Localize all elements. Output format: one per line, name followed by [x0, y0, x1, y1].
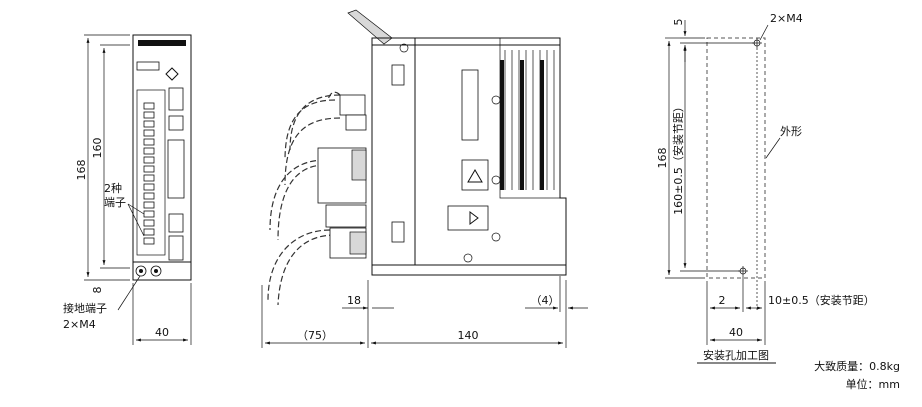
- front-terminal-slots: [143, 102, 155, 245]
- side-dim-rear-offset: （4）: [531, 294, 560, 307]
- mounting-dim-hole-offset: 10±0.5（安装节距）: [768, 293, 875, 307]
- front-connector-5: [168, 235, 184, 261]
- mounting-dim-left: 2: [719, 294, 726, 307]
- front-connector-3: [167, 139, 185, 199]
- side-view: （75） 140 18 （4）: [261, 9, 588, 348]
- mounting-view-title: 安装孔加工图: [703, 348, 769, 362]
- mounting-outline: [706, 37, 766, 279]
- front-terminal-panel: [136, 89, 166, 256]
- side-dim-front-offset: 18: [347, 294, 361, 307]
- side-dim-cable-depth: （75）: [297, 329, 333, 342]
- side-heatsink: [499, 37, 561, 199]
- front-dim-width: 40: [155, 326, 169, 339]
- mounting-dim-hole-pitch: 160±0.5（安装节距）: [671, 101, 685, 215]
- label-terminal-count: 2种: [104, 181, 122, 195]
- front-connector-2: [168, 115, 184, 131]
- label-terminal-word: 端子: [104, 196, 126, 209]
- front-connector-4: [168, 213, 184, 233]
- front-connector-1: [168, 87, 184, 111]
- mounting-view: 2×M4 5 168 160±0.5（安装节距） 外形 2 10±0.5（安装节…: [656, 12, 875, 364]
- front-view: 168 160 8 2种 端子 接地端子 2×M4 40: [63, 34, 192, 345]
- side-dim-body-depth: 140: [458, 329, 479, 342]
- side-cables: [267, 91, 341, 306]
- mounting-dim-top: 5: [672, 19, 685, 26]
- label-ground-terminal: 接地端子: [63, 302, 107, 315]
- label-ground-screw: 2×M4: [63, 318, 96, 331]
- mounting-label-screw: 2×M4: [770, 12, 803, 25]
- mounting-dim-height-total: 168: [656, 148, 669, 169]
- front-view-body-outline: [132, 34, 192, 281]
- mounting-label-outline: 外形: [780, 125, 802, 138]
- footer-weight: 大致质量：0.8kg: [814, 359, 900, 373]
- footer-unit: 单位：mm: [846, 377, 900, 391]
- side-connectors: [317, 94, 367, 259]
- front-dim-height-inner: 160: [91, 138, 104, 159]
- front-dim-bottom: 8: [91, 287, 104, 294]
- mounting-dim-width: 40: [729, 326, 743, 339]
- front-dim-height-total: 168: [75, 160, 88, 181]
